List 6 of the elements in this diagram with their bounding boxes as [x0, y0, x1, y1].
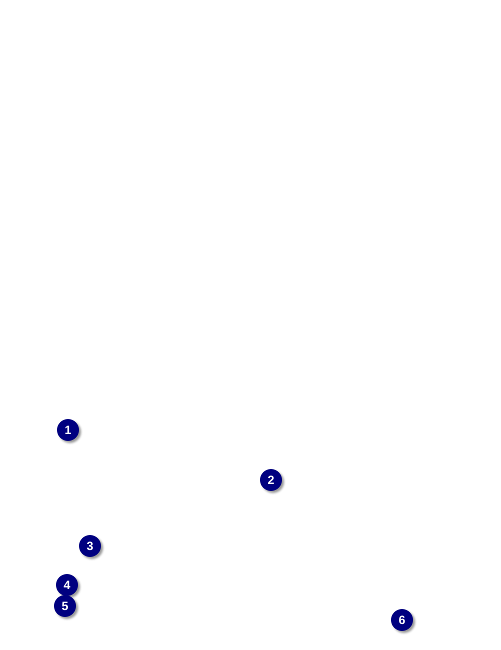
callout-number: 1: [57, 419, 79, 441]
callout-number: 2: [260, 469, 282, 491]
callout-number: 3: [79, 535, 101, 557]
callout-number: 4: [56, 574, 78, 596]
callout-number: 6: [391, 609, 413, 631]
callout-number: 5: [54, 595, 76, 617]
